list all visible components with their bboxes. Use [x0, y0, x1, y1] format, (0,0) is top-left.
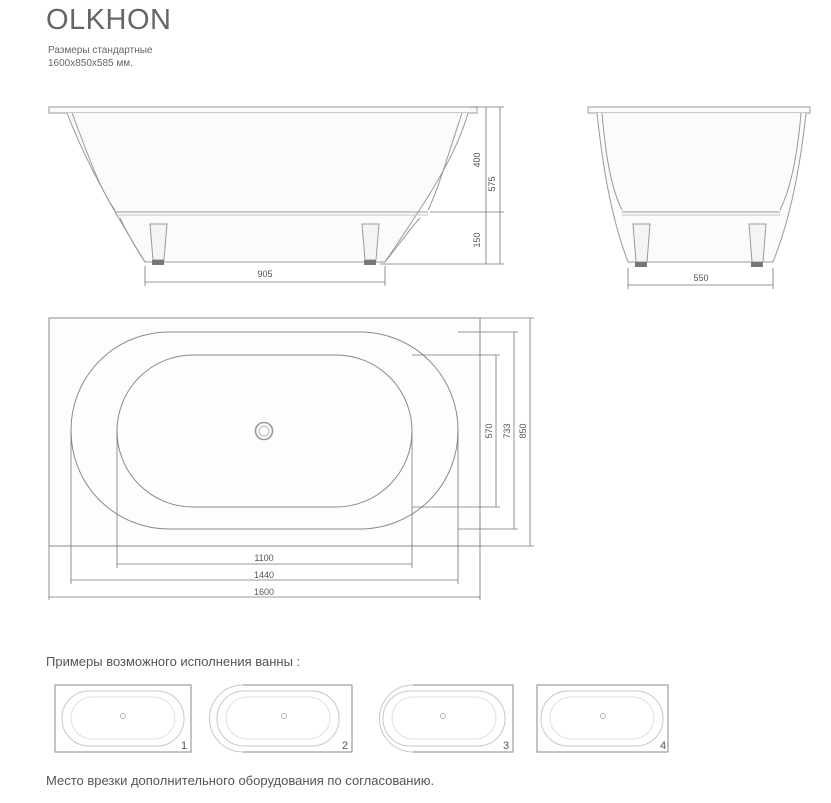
side-rim [48, 106, 478, 114]
subtitle-dimensions: 1600x850x585 мм. [48, 58, 133, 69]
side-lower-shell-left [119, 217, 146, 263]
variant-number-1: 1 [181, 740, 187, 752]
variant-number-2: 2 [342, 740, 348, 752]
side-vertical-dimensions [380, 106, 504, 265]
end-inner-wall-left [601, 112, 623, 211]
dim-side-150: 150 [472, 232, 482, 247]
dim-side-905: 905 [257, 269, 272, 279]
subtitle-standard-sizes: Размеры стандартные [48, 45, 153, 56]
side-foot-right [364, 260, 376, 265]
side-inner-wall-right [427, 112, 463, 211]
variant-3 [379, 684, 514, 753]
end-foot-right [751, 262, 763, 267]
side-leg-right [361, 223, 380, 261]
end-foot-left [635, 262, 647, 267]
drain-inner-ring [258, 425, 270, 437]
examples-heading: Примеры возможного исполнения ванны : [46, 654, 301, 669]
variant-4 [536, 684, 669, 753]
plan-rim-oval [70, 331, 459, 530]
dim-side-400: 400 [472, 152, 482, 167]
plan-view [48, 317, 481, 547]
side-lower-shell-right [384, 217, 421, 263]
dim-plan-1100: 1100 [254, 553, 273, 563]
dim-plan-570: 570 [484, 423, 494, 438]
dim-plan-1440: 1440 [254, 570, 274, 580]
plan-horizontal-dimensions [48, 431, 481, 600]
drain-icon [254, 421, 274, 441]
end-leg-right [748, 223, 767, 263]
variant-number-3: 3 [503, 740, 509, 752]
end-leg-left [632, 223, 651, 263]
dim-side-575: 575 [487, 176, 497, 191]
variant-2 [209, 684, 353, 753]
side-leg-left [149, 223, 168, 261]
side-inner-wall-left [71, 112, 116, 211]
dim-end-550: 550 [693, 273, 708, 283]
dim-plan-1600: 1600 [254, 587, 274, 597]
variant-number-4: 4 [660, 740, 666, 752]
dim-plan-850: 850 [518, 423, 528, 438]
model-title: OLKHON [46, 4, 172, 36]
footer-note: Место врезки дополнительного оборудовани… [46, 773, 435, 788]
side-foot-left [152, 260, 164, 265]
side-view [48, 106, 478, 265]
plan-vertical-dimensions [412, 317, 534, 547]
end-view [587, 106, 811, 267]
plan-outer-rect [48, 317, 481, 547]
end-rim [587, 106, 811, 114]
dim-plan-733: 733 [502, 423, 512, 438]
side-horizontal-dimension [144, 266, 386, 286]
end-body-outline [596, 112, 807, 263]
end-inner-wall-right [779, 112, 802, 211]
end-horizontal-dimension [627, 268, 774, 289]
variant-1 [54, 684, 192, 753]
side-body-outline [66, 112, 469, 263]
